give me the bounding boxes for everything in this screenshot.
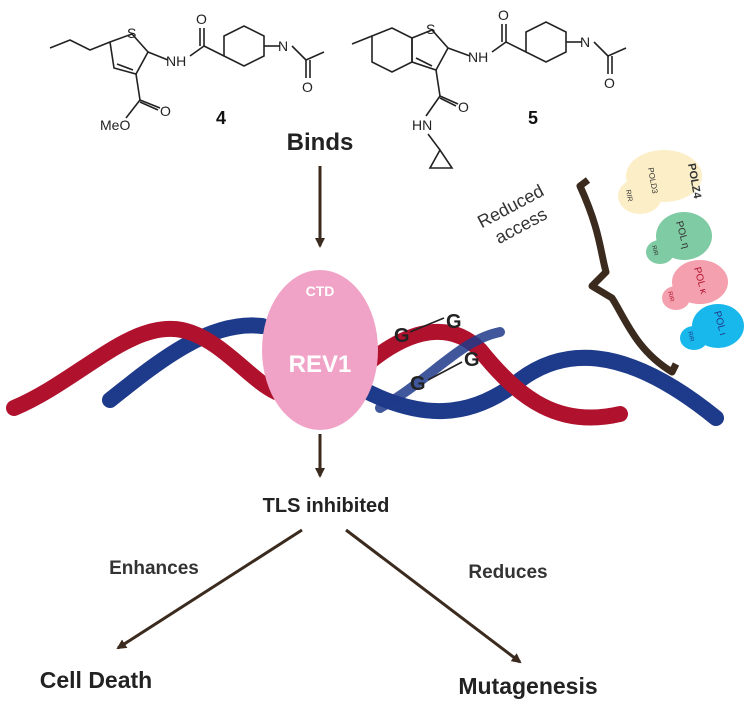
polymerase-polz4: POLZ4 POLD3 RIR xyxy=(618,150,703,214)
c4-n-atom: N xyxy=(278,38,288,54)
c4-meo-label: MeO xyxy=(100,117,130,133)
enhances-label: Enhances xyxy=(109,558,199,579)
rev1-label: REV1 xyxy=(289,351,352,378)
c4-o-label: O xyxy=(196,11,207,27)
c4-nh-label: NH xyxy=(166,53,186,69)
mutagenesis-label: Mutagenesis xyxy=(458,673,597,699)
reduces-arrow xyxy=(345,528,522,664)
enhances-arrow xyxy=(116,528,303,650)
crosslink-bond xyxy=(409,317,445,333)
rir-label: RIR xyxy=(650,245,659,257)
compound-4-number: 4 xyxy=(216,108,226,128)
c5-o-label-2: O xyxy=(604,75,615,91)
g-base: G xyxy=(446,311,462,333)
c4-o-label-3: O xyxy=(160,103,171,119)
ctd-label: CTD xyxy=(306,283,335,299)
c5-o-label-3: O xyxy=(458,99,469,115)
c4-s-atom: S xyxy=(127,25,136,41)
rir-label: RIR xyxy=(624,189,633,202)
reduces-label: Reduces xyxy=(468,562,547,583)
polymerase-pol-kappa: POL κ RIR xyxy=(662,260,728,310)
c5-s-atom: S xyxy=(426,21,435,37)
tls-inhibited-label: TLS inhibited xyxy=(263,495,390,517)
polymerase-pol-eta: POL η RIR xyxy=(646,212,712,264)
g-base: G xyxy=(410,373,426,395)
binds-label: Binds xyxy=(287,129,354,156)
crosslink-bond xyxy=(427,361,463,381)
c5-nh-label: NH xyxy=(468,49,488,65)
c5-hn-label: HN xyxy=(412,117,432,133)
rir-label: RIR xyxy=(686,331,695,343)
cell-death-label: Cell Death xyxy=(40,667,152,693)
c5-o-label: O xyxy=(498,7,509,23)
g-base: G xyxy=(464,349,480,371)
compound-5-number: 5 xyxy=(528,108,538,128)
compound-5-structure xyxy=(351,21,627,169)
curly-brace xyxy=(576,177,680,376)
c4-o-label-2: O xyxy=(302,79,313,95)
polymerase-pol-iota: POL ι RIR xyxy=(680,304,744,350)
rev1-protein xyxy=(262,270,378,430)
c5-n-atom: N xyxy=(580,34,590,50)
rir-label: RIR xyxy=(666,291,675,303)
g-base: G xyxy=(394,325,410,347)
dna-double-helix xyxy=(6,317,724,426)
compound-4-structure xyxy=(49,25,325,119)
